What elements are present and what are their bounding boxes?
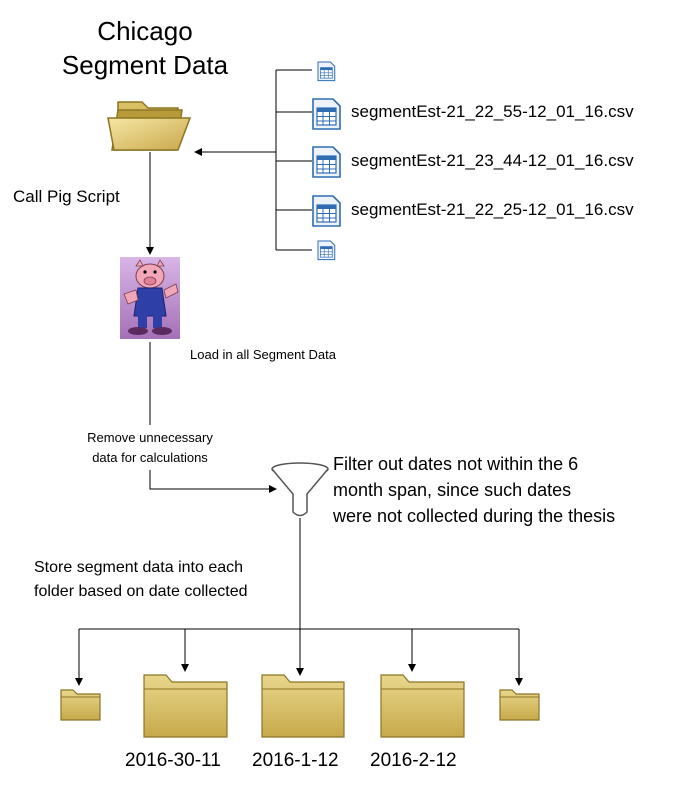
remove-line-2: data for calculations [92,450,208,465]
filter-line-1: Filter out dates not within the 6 [333,454,579,474]
folder-icon [380,674,465,738]
folder-icon [143,674,228,738]
call-pig-label: Call Pig Script [13,187,120,206]
date-label: 2016-30-11 [125,750,221,771]
file-name: segmentEst-21_22_25-12_01_16.csv [351,200,634,219]
filter-line-2: month span, since such dates [333,480,572,500]
pig-logo-icon [120,257,180,339]
filter-description: Filter out dates not within the 6 month … [333,451,615,529]
csv-file-icon [312,98,341,130]
filter-funnel-icon [271,462,329,517]
diagram-title: Chicago Segment Data [40,14,250,82]
csv-file-icon [317,61,336,82]
file-name: segmentEst-21_22_55-12_01_16.csv [351,102,634,121]
date-label: 2016-2-12 [370,750,457,771]
store-line-1: Store segment data into each [34,559,244,576]
csv-file-icon [312,146,341,178]
source-folder-icon [107,101,192,151]
csv-file-icon [317,240,336,261]
remove-line-1: Remove unnecessary [87,430,213,445]
remove-to-filter-arrow [149,470,277,493]
title-line-2: Segment Data [61,50,229,80]
file-list-bracket [275,69,312,251]
store-line-2: folder based on date collected [34,583,248,600]
load-segment-label: Load in all Segment Data [190,347,336,362]
store-description: Store segment data into each folder base… [34,556,247,604]
csv-file-icon [312,195,341,227]
folder-icon [499,689,540,721]
folder-icon [60,689,101,721]
remove-data-label: Remove unnecessary data for calculations [55,428,245,468]
filter-line-3: were not collected during the thesis [333,506,616,526]
folder-icon [261,674,345,738]
title-line-1: Chicago [97,16,193,46]
file-name: segmentEst-21_23_44-12_01_16.csv [351,151,634,170]
date-label: 2016-1-12 [252,750,339,771]
